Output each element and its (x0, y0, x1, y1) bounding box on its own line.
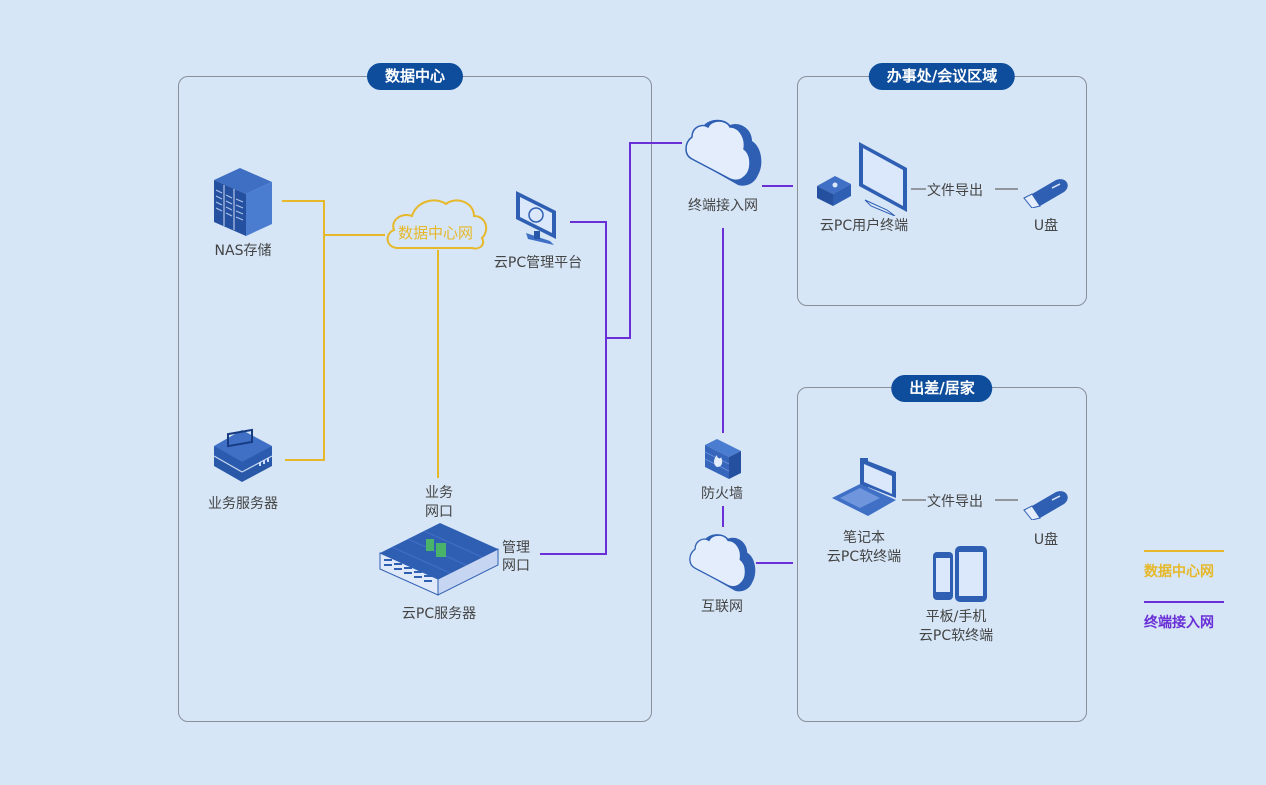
biz-port-line2: 网口 (425, 504, 453, 520)
travel-export-label: 文件导出 (927, 494, 983, 510)
firewall-icon (704, 439, 741, 479)
datacenter-net-lines (282, 200, 439, 478)
trunk-to-access-cloud (606, 142, 682, 339)
office-title: 办事处/会议区域 (868, 63, 1016, 90)
firewall-label: 防火墙 (701, 486, 743, 502)
access-net-lines (540, 142, 793, 564)
mgmt-platform-label: 云PC管理平台 (493, 255, 583, 271)
laptop-label: 笔记本 云PC软终端 (827, 529, 901, 567)
usb-drive-icon-travel (1023, 491, 1068, 520)
cloud-outline-icon (386, 199, 488, 250)
access-cloud-label: 终端接入网 (688, 198, 758, 214)
server-icon (213, 428, 273, 482)
mobile-label-line1: 平板/手机 (925, 609, 987, 625)
laptop-label-line2: 云PC软终端 (826, 549, 902, 565)
mobile-label-line2: 云PC软终端 (918, 628, 994, 644)
dc-cloud-label: 数据中心网 (398, 224, 474, 242)
mgmt-port-line2: 网口 (502, 558, 530, 574)
nas-label: NAS存储 (214, 243, 272, 259)
usb-travel-label: U盘 (1033, 532, 1059, 548)
usb-office-label: U盘 (1033, 218, 1059, 234)
access-cloud-icon (685, 119, 762, 186)
biz-server-label: 业务服务器 (208, 496, 278, 512)
biz-port-label: 业务 网口 (425, 484, 453, 522)
internet-cloud-icon (689, 534, 756, 592)
mgmt-port-line1: 管理 (502, 540, 530, 556)
internet-label: 互联网 (701, 599, 743, 615)
legend-label-access: 终端接入网 (1144, 615, 1214, 631)
mgmt-port-label: 管理 网口 (502, 539, 530, 575)
user-terminal-label: 云PC用户终端 (819, 218, 909, 234)
legend-line-access (1144, 601, 1224, 603)
laptop-icon (832, 458, 896, 516)
mgmt-platform-link (540, 221, 607, 555)
desktop-terminal-icon (817, 142, 907, 216)
nas-link (282, 200, 325, 461)
office-export-label: 文件导出 (927, 183, 983, 199)
travel-title: 出差/居家 (891, 375, 993, 402)
cloudpc-server-label: 云PC服务器 (401, 606, 477, 622)
biz-port-line1: 业务 (425, 485, 453, 501)
nas-storage-icon (214, 168, 272, 236)
export-lines (902, 188, 1018, 501)
datacenter-title: 数据中心 (366, 63, 464, 90)
laptop-label-line1: 笔记本 (843, 530, 885, 546)
legend-label-datacenter: 数据中心网 (1144, 564, 1214, 580)
mobile-label: 平板/手机 云PC软终端 (919, 608, 993, 646)
monitor-icon (516, 191, 556, 245)
usb-drive-icon (1023, 179, 1068, 208)
tablet-phone-icon (933, 546, 987, 602)
rack-server-icon (379, 523, 499, 596)
legend-line-datacenter (1144, 550, 1224, 552)
